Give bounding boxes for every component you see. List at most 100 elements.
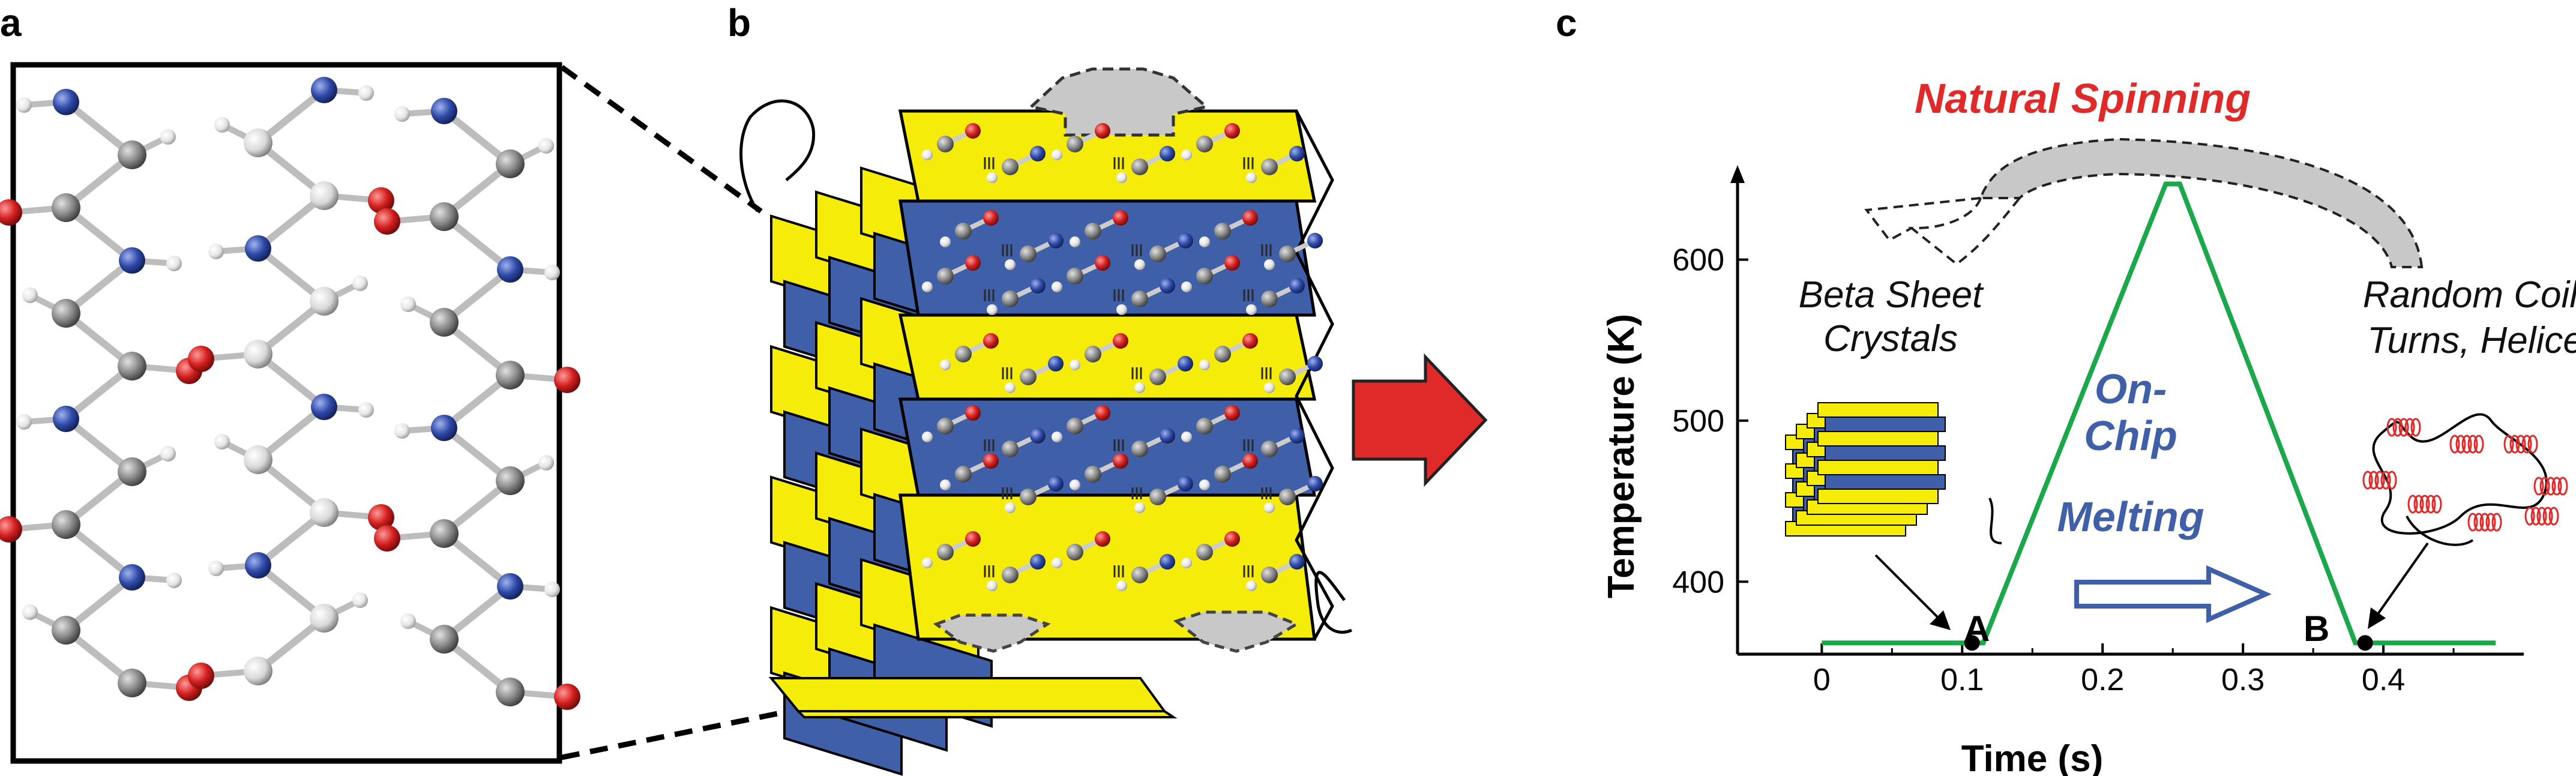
oxygen-atom — [1224, 531, 1240, 547]
chain-loop-bottom — [1314, 571, 1353, 634]
carbon-atom — [496, 361, 525, 390]
carbon-atom — [1067, 418, 1083, 435]
carbon-atom — [937, 544, 954, 561]
carbon-atom — [430, 519, 459, 548]
carbon-atom — [955, 346, 972, 362]
hydrogen-atom — [1264, 259, 1275, 270]
carbon-atom — [937, 268, 954, 284]
carbon-atom — [1131, 158, 1148, 175]
hydrogen-atom — [1116, 172, 1127, 183]
carbon-atom — [1020, 245, 1037, 262]
pointer-arrow-a-head — [1930, 610, 1951, 630]
carbon-atom — [52, 616, 80, 645]
nitrogen-atom — [1030, 146, 1046, 161]
helix-loop — [2404, 418, 2415, 437]
mini-sheet-band — [1825, 474, 1946, 490]
nitrogen-atom — [1289, 554, 1305, 570]
hydrogen-atom — [922, 558, 933, 568]
helix-loop — [2449, 435, 2460, 454]
carbon-atom — [1020, 489, 1037, 505]
panel-a-molecular-model — [0, 62, 580, 764]
hydrogen-atom — [1070, 236, 1080, 247]
mini-sheet-band — [1817, 431, 1939, 447]
chain-loop-top — [739, 99, 816, 212]
carbon-atom — [1002, 158, 1019, 175]
carbon-atom — [955, 466, 972, 483]
point-label-a: A — [1964, 609, 1990, 649]
helix-loop — [2473, 435, 2484, 454]
panel-label-b: b — [727, 1, 751, 44]
carbon-atom — [1261, 441, 1278, 457]
nitrogen-atom — [1030, 428, 1046, 444]
carbon-atom — [1085, 223, 1101, 239]
nitrogen-atom — [245, 235, 271, 262]
oxygen-atom — [1224, 405, 1240, 421]
carbon-atom — [1002, 290, 1019, 307]
helix-loop — [2548, 507, 2559, 526]
carbon-atom — [1279, 368, 1296, 385]
helix-loop — [2467, 435, 2478, 454]
zoom-line-top — [560, 65, 763, 214]
helix-loop — [2485, 513, 2496, 532]
carbon-atom — [1002, 567, 1019, 583]
mini-sheet-band — [1825, 417, 1946, 432]
carbon-atom — [955, 223, 972, 239]
zoom-line-bottom — [561, 705, 805, 760]
oxygen-atom — [1224, 123, 1240, 139]
carbon-atom — [937, 418, 954, 435]
hydrogen-atom — [1181, 149, 1192, 160]
carbon-atom — [1020, 368, 1037, 385]
carbon-atom — [1149, 489, 1166, 505]
nitrogen-atom — [1048, 476, 1064, 492]
hydrogen-atom — [22, 604, 38, 620]
nitrogen-atom — [1289, 146, 1305, 161]
oxygen-atom — [1113, 453, 1128, 469]
carbon-atom — [244, 128, 272, 157]
hollow-blue-arrow-icon — [2074, 565, 2272, 624]
nitrogen-atom — [497, 573, 523, 600]
coil-chain — [2372, 413, 2548, 546]
carbon-atom — [1149, 245, 1166, 262]
dashed-curved-arrow-icon — [1864, 137, 2424, 268]
oxygen-atom — [965, 255, 981, 271]
carbon-atom — [244, 340, 272, 368]
oxygen-atom — [188, 346, 214, 372]
hydrogen-atom — [1246, 580, 1257, 591]
carbon-atom — [118, 352, 146, 380]
helix-loop — [2521, 435, 2532, 454]
panel-label-c: c — [1556, 1, 1577, 44]
helix-loop — [2473, 513, 2484, 532]
hydrogen-atom — [987, 172, 998, 183]
helix-loop — [2431, 495, 2442, 514]
nitrogen-atom — [53, 406, 79, 432]
carbon-atom — [1067, 136, 1083, 152]
carbon-atom — [1067, 544, 1083, 561]
nitrogen-atom — [1160, 278, 1175, 293]
hydrogen-atom — [544, 582, 560, 597]
hydrogen-atom — [1052, 149, 1062, 160]
oxygen-atom — [965, 405, 981, 421]
beta-sheet-atoms — [922, 123, 1323, 591]
helix-loop — [2419, 495, 2430, 514]
carbon-atom — [1261, 567, 1278, 583]
hydrogen-atom — [358, 85, 374, 101]
hydrogen-atom — [922, 432, 933, 442]
dashed-hex-arrow-bottom-right — [1173, 610, 1300, 653]
y-tick-label: 500 — [1672, 404, 1724, 439]
sheet-edge — [1295, 110, 1334, 640]
carbon-atom — [1131, 567, 1148, 583]
oxygen-atom — [0, 199, 22, 226]
oxygen-atom — [983, 453, 999, 469]
hydrogen-atom — [922, 281, 933, 292]
beta-sheet-label-line1: Beta Sheet — [1799, 274, 1985, 316]
hydrogen-atom — [1134, 502, 1145, 513]
y-tick-label: 600 — [1672, 243, 1724, 278]
mini-sheet-band — [1817, 402, 1939, 418]
carbon-atom — [1085, 466, 1101, 483]
panel-b-beta-sheet-stack — [739, 67, 1353, 776]
oxygen-atom — [374, 208, 400, 235]
hydrogen-atom — [166, 573, 182, 588]
carbon-atom — [118, 140, 146, 169]
hydrogen-atom — [987, 580, 998, 591]
